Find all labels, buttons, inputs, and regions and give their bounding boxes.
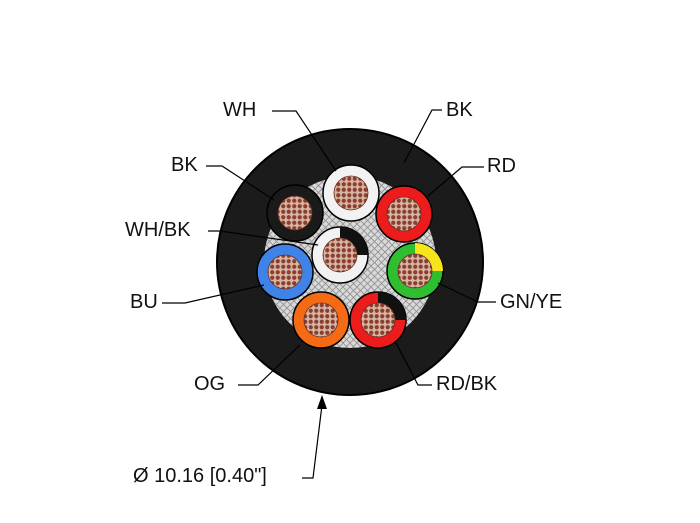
copper-core-gnye xyxy=(397,253,433,289)
label-og: OG xyxy=(194,373,226,395)
conductor-gnye xyxy=(386,242,444,300)
conductor-bu xyxy=(256,243,314,301)
label-rdbk: RD/BK xyxy=(436,373,498,395)
conductor-bk xyxy=(266,184,324,242)
leader-whbk xyxy=(208,230,319,246)
copper-core-rdbk xyxy=(360,302,396,338)
label-wh: WH xyxy=(223,99,257,121)
conductor-og xyxy=(292,291,350,349)
copper-core-wh xyxy=(333,175,369,211)
conductor-wh xyxy=(322,164,380,222)
diameter-label: Ø 10.16 [0.40"] xyxy=(133,465,267,487)
leader-gnye xyxy=(437,282,496,303)
label-bk: BK xyxy=(171,154,198,176)
conductor-group xyxy=(256,164,444,349)
leader-wh xyxy=(272,110,337,172)
copper-core-bk xyxy=(277,195,313,231)
copper-core-bu xyxy=(267,254,303,290)
leader-rdbk xyxy=(395,342,432,386)
leader-rd xyxy=(427,166,484,197)
leader-diameter xyxy=(302,404,323,479)
label-whbk: WH/BK xyxy=(125,219,191,241)
leader-jacket xyxy=(403,109,442,164)
copper-core-whbk xyxy=(322,237,358,273)
label-gnye: GN/YE xyxy=(500,291,563,313)
leader-og xyxy=(238,344,301,386)
conductor-rd xyxy=(375,185,433,243)
conductor-rdbk xyxy=(349,291,407,349)
conductor-whbk xyxy=(311,226,369,284)
label-bu: BU xyxy=(130,291,158,313)
label-rd: RD xyxy=(487,155,516,177)
leader-bk xyxy=(206,165,275,201)
copper-core-rd xyxy=(386,196,422,232)
leader-bu xyxy=(162,284,265,304)
copper-core-og xyxy=(303,302,339,338)
label-jacket: BK xyxy=(446,99,473,121)
diameter-arrowhead xyxy=(317,395,327,409)
